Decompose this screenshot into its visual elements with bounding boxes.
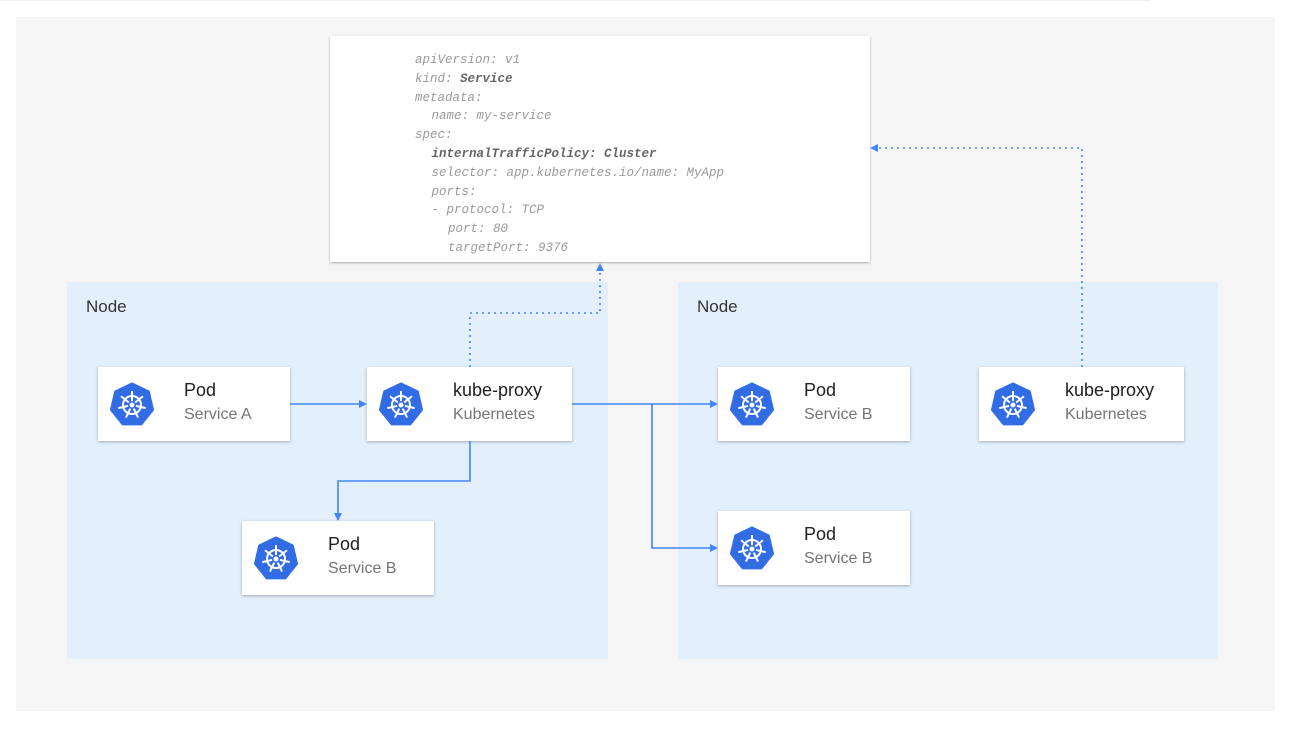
yaml-line: kind: Service bbox=[415, 72, 513, 86]
kubernetes-icon bbox=[110, 382, 154, 426]
node-label: Node bbox=[697, 297, 738, 316]
card-subtitle: Service A bbox=[184, 406, 252, 423]
yaml-line: spec: bbox=[415, 128, 453, 142]
yaml-line: targetPort: 9376 bbox=[448, 241, 568, 255]
card-title: Pod bbox=[804, 524, 837, 544]
card-subtitle: Kubernetes bbox=[1065, 406, 1147, 423]
card-subtitle: Kubernetes bbox=[453, 406, 535, 423]
yaml-key: kind: bbox=[415, 71, 453, 86]
card-title: kube-proxy bbox=[1065, 380, 1155, 400]
card-title: kube-proxy bbox=[453, 380, 543, 400]
yaml-key: targetPort: bbox=[448, 241, 531, 255]
yaml-line: port: 80 bbox=[448, 222, 508, 236]
kubernetes-icon bbox=[991, 382, 1035, 426]
node-right: Node bbox=[678, 282, 1218, 659]
service-yaml-card: apiVersion: v1 kind: Service metadata: name… bbox=[330, 36, 870, 262]
yaml-value: TCP bbox=[514, 203, 545, 218]
yaml-key: apiVersion: bbox=[415, 53, 498, 67]
dotted-arrow-proxy-left-to-service bbox=[469, 263, 604, 367]
card-title: Pod bbox=[328, 534, 361, 554]
yaml-key: spec: bbox=[415, 128, 453, 143]
yaml-key: internalTrafficPolicy: bbox=[431, 147, 597, 161]
yaml-key: - protocol: bbox=[431, 203, 515, 218]
yaml-key: metadata: bbox=[415, 90, 483, 105]
yaml-value: app.kubernetes.io/name: MyApp bbox=[499, 165, 725, 180]
dotted-arrow-proxy-right-to-service bbox=[870, 144, 1083, 367]
yaml-line: selector: app.kubernetes.io/name: MyApp bbox=[432, 166, 725, 180]
arrow-proxy-to-pod-b-left bbox=[334, 441, 471, 521]
yaml-key: selector: bbox=[431, 165, 500, 180]
yaml-line: ports: bbox=[432, 185, 477, 199]
yaml-value: 9376 bbox=[530, 241, 569, 255]
node-left: Node bbox=[67, 282, 608, 659]
kubernetes-icon bbox=[379, 382, 423, 426]
card-title: Pod bbox=[804, 380, 837, 400]
yaml-value: 80 bbox=[485, 222, 509, 237]
yaml-line: internalTrafficPolicy: Cluster bbox=[432, 147, 657, 161]
yaml-value: Service bbox=[452, 71, 513, 86]
card-subtitle: Service B bbox=[804, 406, 873, 423]
yaml-line: apiVersion: v1 bbox=[415, 53, 520, 67]
yaml-line: - protocol: TCP bbox=[432, 203, 545, 217]
arrow-proxy-to-pod-b-right-2 bbox=[651, 404, 718, 552]
kubernetes-icon bbox=[254, 536, 298, 580]
divider bbox=[0, 0, 1150, 1]
yaml-key: name: bbox=[431, 109, 470, 124]
yaml-line: name: my-service bbox=[432, 109, 552, 123]
yaml-value: Cluster bbox=[596, 147, 657, 161]
node-label: Node bbox=[86, 297, 127, 316]
yaml-key: port: bbox=[448, 222, 486, 237]
yaml-value: my-service bbox=[469, 109, 552, 124]
yaml-key: ports: bbox=[431, 184, 477, 199]
card-title: Pod bbox=[184, 380, 217, 400]
yaml-value: v1 bbox=[497, 53, 521, 67]
yaml-line: metadata: bbox=[415, 91, 483, 105]
card-subtitle: Service B bbox=[804, 550, 873, 567]
card-subtitle: Service B bbox=[328, 560, 397, 577]
kubernetes-icon bbox=[730, 526, 774, 570]
kubernetes-icon bbox=[730, 382, 774, 426]
